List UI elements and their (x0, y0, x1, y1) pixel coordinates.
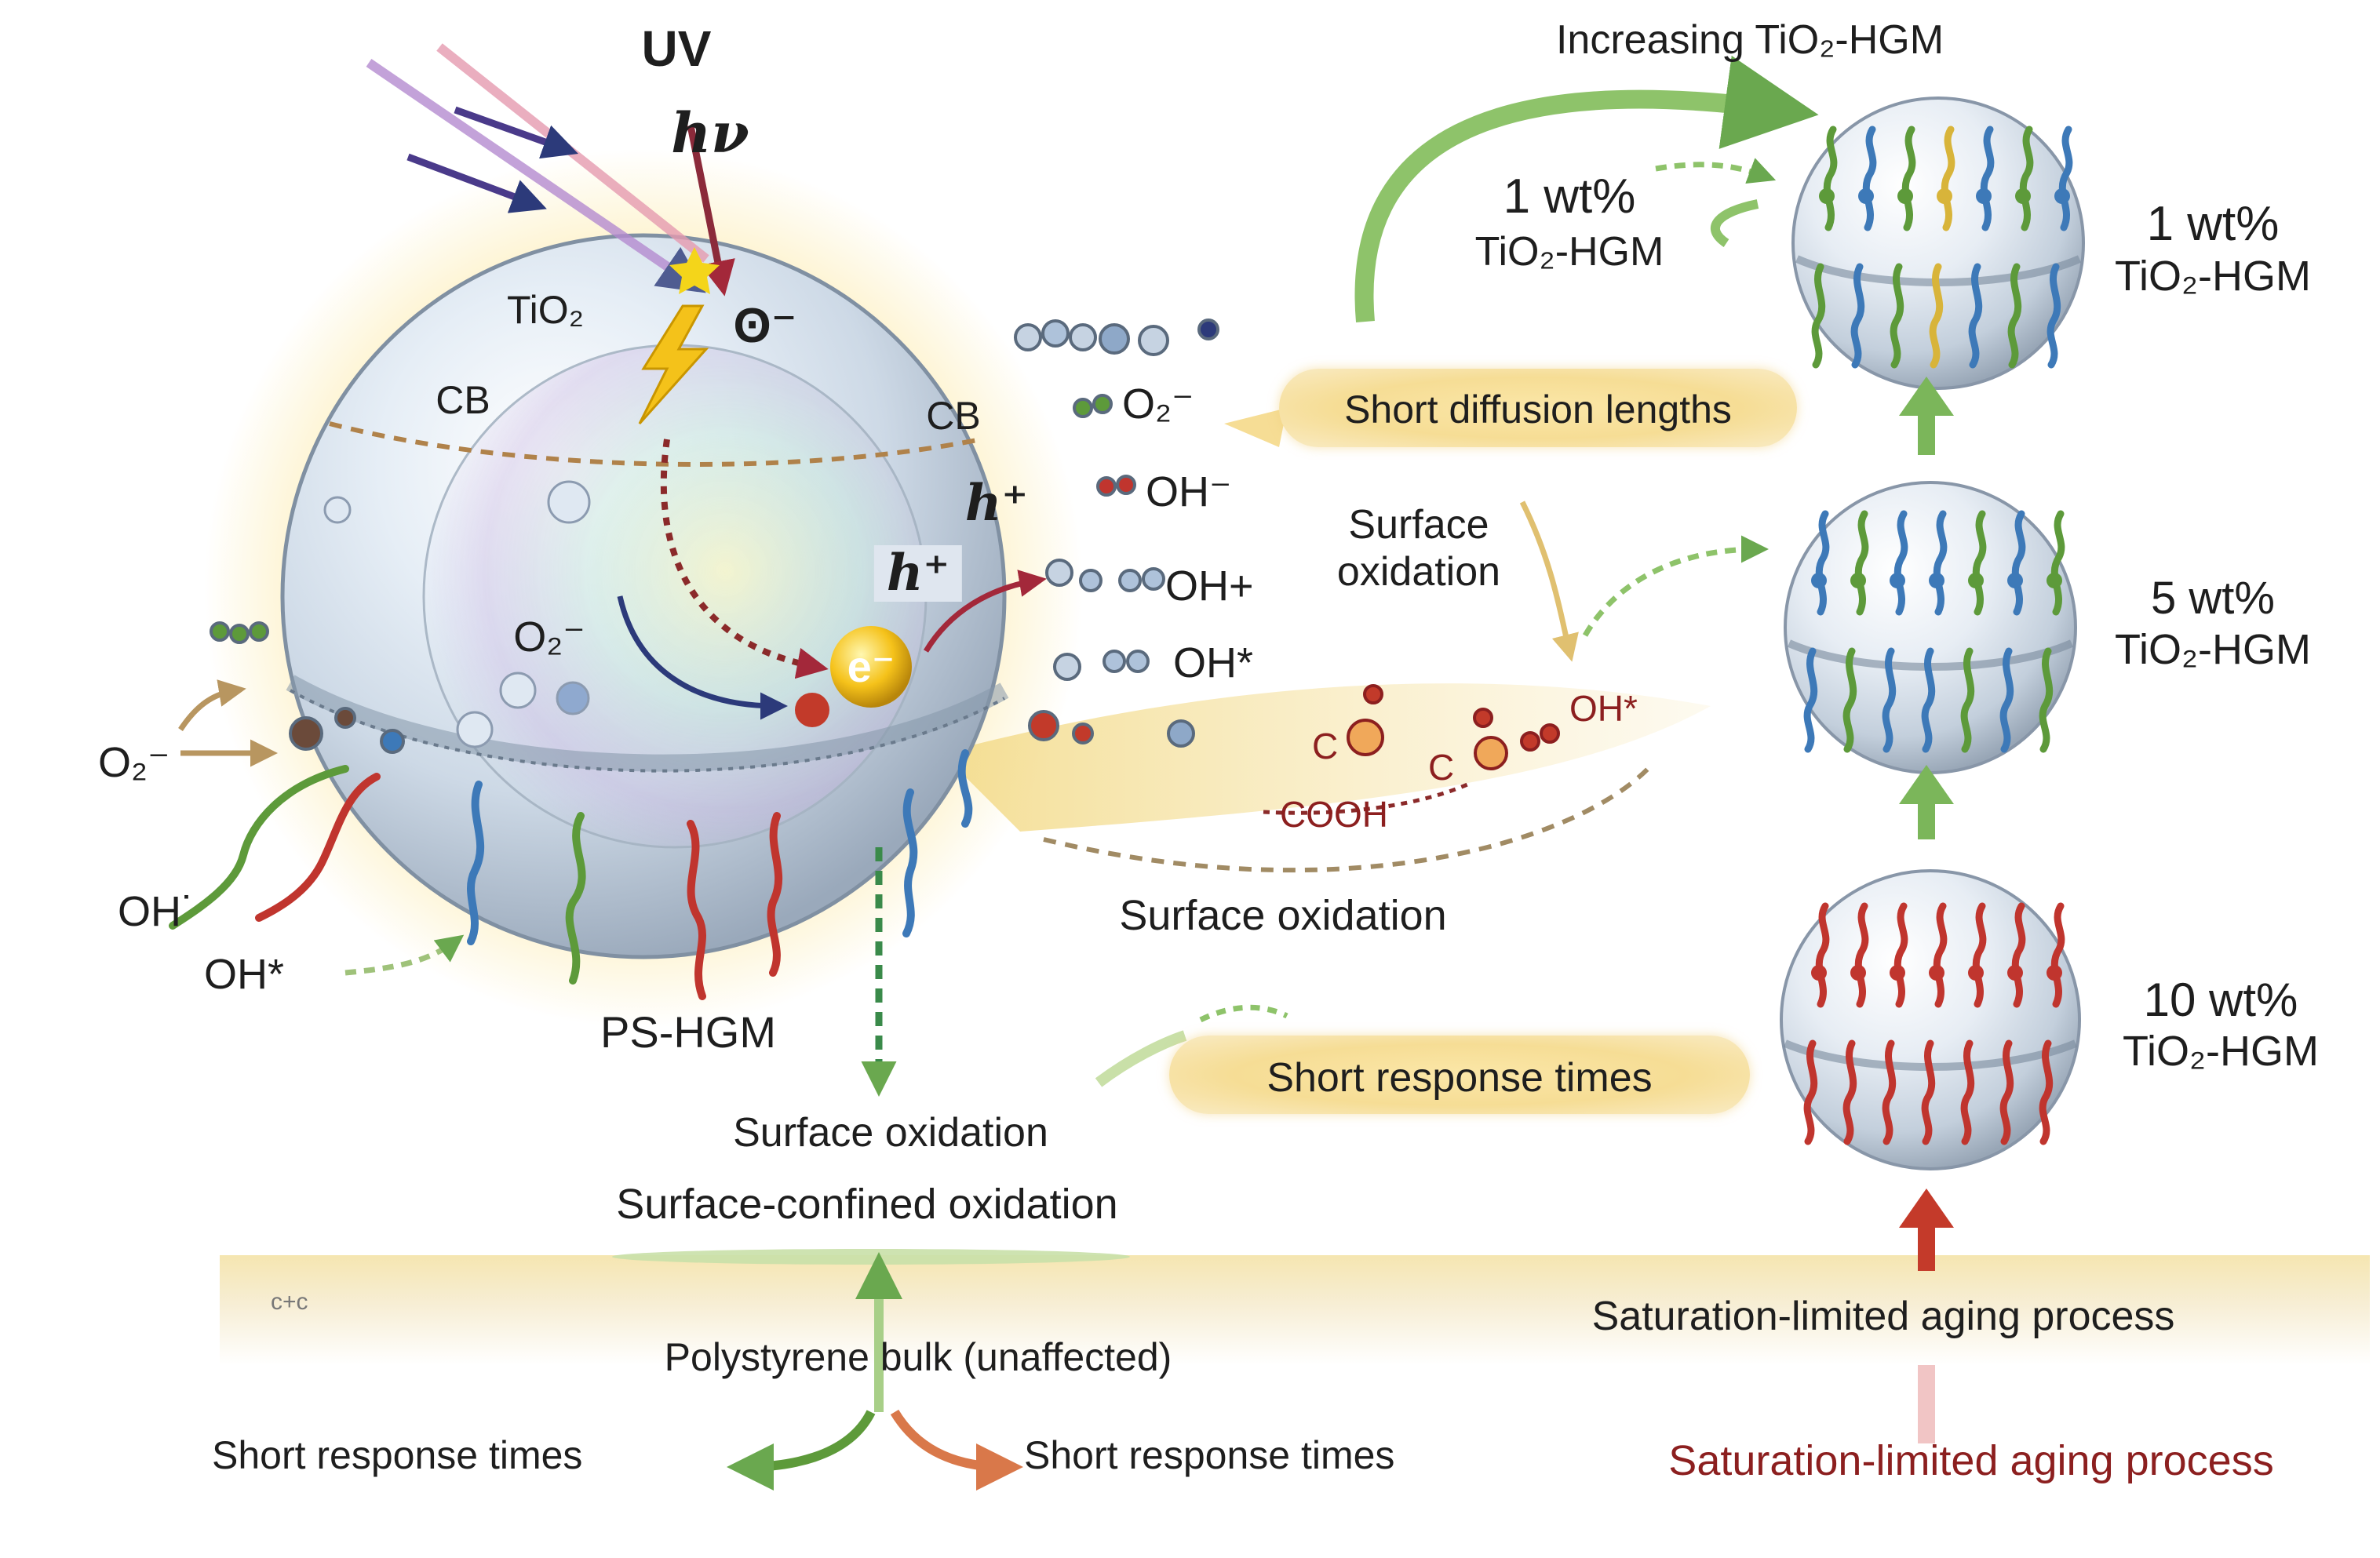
surface-oxidation-upper: Surface oxidation (1337, 502, 1500, 596)
electron-top-label: ʘ⁻ (734, 302, 797, 351)
sphere-bead (2015, 188, 2031, 204)
hole-upper-label: h⁺ (965, 479, 1028, 529)
saturation-black-label: Saturation-limited aging process (1592, 1296, 2175, 1337)
sphere-1wt-label: 1 wt% TiO₂-HGM (2115, 196, 2311, 300)
electron-center-label: e⁻ (847, 645, 895, 689)
surface-oxidation-mid: Surface oxidation (1119, 894, 1446, 937)
sphere-5wt-name: TiO₂-HGM (2115, 626, 2311, 673)
sphere-bead (1897, 188, 1913, 204)
c2-label: C (1428, 749, 1454, 785)
surface-confined-bar (612, 1249, 1130, 1265)
inner-tio2-text: TiO₂-HGM (1475, 229, 1664, 275)
saturation-red-label: Saturation-limited aging process (1668, 1440, 2273, 1482)
oh-plus-label: OH+ (1165, 565, 1254, 607)
sphere-bead (1929, 965, 1944, 981)
c-plus-label: c+c (271, 1290, 308, 1314)
short-response-left-label: Short response times (212, 1436, 582, 1475)
surface-ox-dashed (1585, 549, 1758, 635)
sphere-bead (1850, 965, 1866, 981)
o2-left-label: O₂⁻ (98, 741, 169, 784)
sphere-bead (1858, 188, 1874, 204)
sphere-bead (1968, 573, 1984, 588)
sphere-bead (2047, 965, 2062, 981)
sphere-bead (1850, 573, 1866, 588)
sphere-bead (1976, 188, 1992, 204)
sphere-10wt-label: 10 wt% TiO₂-HGM (2123, 973, 2319, 1076)
surface-oxidation-lower: Surface oxidation (733, 1112, 1048, 1153)
inner-1wt-label: 1 wt% TiO₂-HGM (1475, 169, 1664, 277)
sphere-bead (2007, 573, 2023, 588)
uv-label: UV (642, 24, 712, 74)
surface-ox-arrow (1522, 502, 1569, 651)
pill-tail (1224, 408, 1287, 447)
sphere-5wt-label: 5 wt% TiO₂-HGM (2115, 573, 2311, 674)
surface-confined-label: Surface-confined oxidation (616, 1183, 1117, 1225)
short-response-right-label: Short response times (1024, 1436, 1394, 1475)
cb-left-label: CB (436, 380, 490, 420)
hv-label: hν (671, 106, 749, 161)
sphere-10wt-wt: 10 wt% (2144, 974, 2298, 1026)
c1-label: C (1312, 728, 1338, 764)
sphere-bead (1890, 573, 1905, 588)
polystyrene-bulk-label: Polystyrene bulk (unaffected) (665, 1338, 1172, 1377)
fork-left-arrow (745, 1412, 871, 1467)
inner-dashed-loop (1656, 165, 1766, 177)
sphere-bead (2007, 965, 2023, 981)
sphere-bead (2054, 188, 2070, 204)
oh-star-left-label: OH* (204, 953, 284, 996)
sphere-bead (1929, 573, 1944, 588)
sphere-bead (1811, 573, 1827, 588)
surface-oxidation-upper-line1: Surface (1348, 502, 1489, 548)
increasing-label: Increasing TiO₂-HGM (1556, 20, 1944, 60)
response-dashed (1201, 1007, 1287, 1020)
o2-right-label: O₂⁻ (1122, 383, 1194, 425)
inner-wt-text: 1 wt% (1503, 169, 1636, 224)
sphere-bead (1819, 188, 1835, 204)
sphere-bead (2047, 573, 2062, 588)
sphere-10wt-name: TiO₂-HGM (2123, 1028, 2319, 1075)
cb-right-label: CB (926, 396, 980, 435)
inner-c-arrow (1715, 204, 1758, 243)
oh-minus-label: OH⁻ (1146, 471, 1232, 513)
sphere-stack (1781, 98, 2083, 1169)
red-bead (795, 693, 829, 727)
hole-lower-label: h⁺ (874, 545, 962, 602)
short-response-mid-label: Short response times (1267, 1057, 1652, 1098)
sphere-1wt-name: TiO₂-HGM (2115, 253, 2311, 300)
oh-star-mid-label: OH* (1569, 690, 1638, 726)
tio2-label: TiO₂ (507, 290, 584, 329)
oh-star-right-label: OH* (1173, 642, 1253, 684)
ps-hgm-label: PS-HGM (600, 1010, 776, 1054)
sphere-bead (1968, 965, 1984, 981)
sphere-bead (1937, 188, 1952, 204)
cooh-label: COOH (1280, 796, 1388, 832)
fork-right-arrow (895, 1412, 1004, 1467)
short-diffusion-label: Short diffusion lengths (1344, 390, 1732, 429)
sphere-bead (1811, 965, 1827, 981)
surface-oxidation-upper-line2: oxidation (1337, 549, 1500, 595)
sphere-5wt-wt: 5 wt% (2151, 573, 2275, 624)
oh-dot-left-label: OH˙ (118, 890, 195, 933)
o2-inner-label: O₂⁻ (513, 616, 585, 658)
sphere-1wt-wt: 1 wt% (2147, 197, 2280, 251)
sphere-bead (1890, 965, 1905, 981)
